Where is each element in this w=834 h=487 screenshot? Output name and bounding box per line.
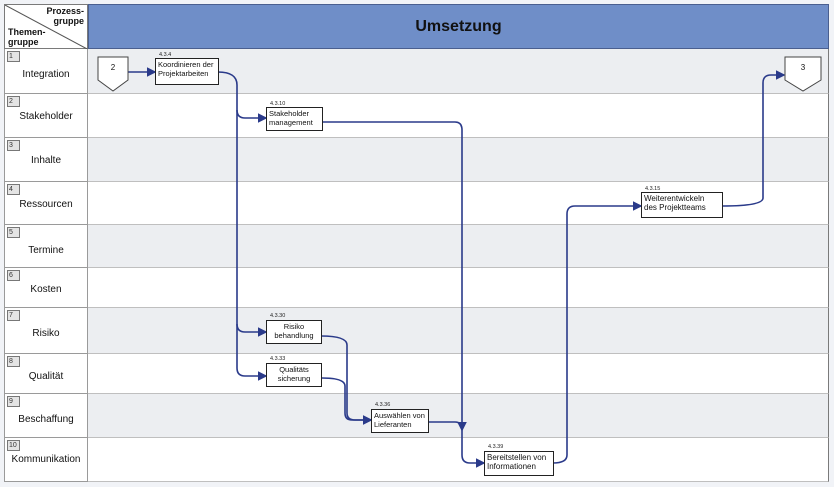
lane-number: 8 [7,356,20,367]
process-id: 4.3.15 [645,186,661,192]
arrow-auswaehlen-to-bereitstellen [428,421,467,432]
lane-name: Integration [22,69,70,80]
corner-process-group-label: Prozess- gruppe [46,6,84,26]
lane-label-stakeholder: 2 Stakeholder [4,94,88,138]
lane-number: 4 [7,184,20,195]
lane-body-inhalte [88,138,829,182]
lane-number: 10 [7,440,20,451]
process-koordinieren[interactable]: Koordinieren der Projektarbeiten [155,58,219,85]
process-line2: Lieferanten [374,420,412,429]
arrow-koordinieren-to-stakeholder [217,71,268,123]
process-line2: Informationen [487,462,536,471]
lane-number: 3 [7,140,20,151]
process-stakeholder-management[interactable]: Stakeholder management [266,107,323,131]
lane-label-termine: 5 Termine [4,225,88,268]
process-line2: sicherung [277,374,311,383]
process-qualitaetssicherung[interactable]: Qualitäts sicherung [266,363,322,387]
arrow-koordinieren-to-qualitaet [236,324,268,381]
lane-name: Stakeholder [19,111,73,122]
process-line2: Projektarbeiten [158,69,209,78]
corner-top-line1: Prozess- [46,6,84,16]
corner-bottom-line2: gruppe [8,37,39,47]
lane-body-termine [88,225,829,268]
lane-label-kosten: 6 Kosten [4,268,88,308]
process-id: 4.3.33 [270,356,286,362]
lane-label-inhalte: 3 Inhalte [4,138,88,182]
process-line1: Weiterentwickeln [644,194,705,203]
process-id: 4.3.30 [270,313,286,319]
phase-header: Umsetzung [88,4,829,49]
phase-title: Umsetzung [415,17,502,35]
process-line2: behandlung [274,331,314,340]
process-line1: Bereitstellen von [487,453,547,462]
process-risikobehandlung[interactable]: Risiko behandlung [266,320,322,344]
lane-name: Beschaffung [18,414,74,425]
lane-label-integration: 1 Integration [4,49,88,94]
process-line1: Risiko [283,322,305,331]
process-line1: Stakeholder [269,109,310,118]
lane-label-kommunikation: 10 Kommunikation [4,438,88,482]
arrow-stakeholder-to-bereitstellen [322,121,486,468]
corner-top-line2: gruppe [53,16,85,26]
lane-name: Kosten [30,284,62,295]
lane-name: Inhalte [30,155,62,166]
lane-body-kosten [88,268,829,308]
corner-cell: Prozess- gruppe Themen- gruppe [4,4,89,50]
process-line1: Auswählen von [374,411,425,420]
process-id: 4.3.39 [488,444,504,450]
lane-body-risiko [88,308,829,354]
lane-label-beschaffung: 9 Beschaffung [4,394,88,438]
lane-name: Qualität [28,371,64,382]
corner-diagonal [5,5,89,50]
connector-out-label: 3 [801,63,806,72]
corner-bottom-line1: Themen- [8,27,46,37]
lane-body-stakeholder [88,94,829,138]
lane-number: 5 [7,227,20,238]
arrow-qualitaet-to-auswaehlen [321,377,373,425]
process-line2: management [269,118,313,127]
connector-in-label: 2 [111,63,116,72]
lane-name: Termine [28,245,64,256]
process-bereitstellen-informationen[interactable]: Bereitstellen von Informationen [484,451,554,476]
lane-number: 7 [7,310,20,321]
process-weiterentwickeln[interactable]: Weiterentwickeln des Projektteams [641,192,723,218]
lane-number: 1 [7,51,20,62]
process-id: 4.3.4 [159,52,172,58]
lane-label-ressourcen: 4 Ressourcen [4,182,88,225]
lane-body-kommunikation [88,438,829,482]
lane-label-qualitaet: 8 Qualität [4,354,88,394]
lane-name: Risiko [32,328,60,339]
lane-name: Ressourcen [19,199,73,210]
lane-label-risiko: 7 Risiko [4,308,88,354]
arrow-bereitstellen-to-weiterentwickeln [552,201,643,464]
lane-body-qualitaet [88,354,829,394]
corner-topic-group-label: Themen- gruppe [8,27,46,47]
lane-name: Kommunikation [11,454,81,465]
process-line1: Koordinieren der [158,60,214,69]
process-line2: des Projektteams [644,203,706,212]
process-id: 4.3.10 [270,101,286,107]
process-id: 4.3.36 [375,402,391,408]
offpage-connector-in: 2 [97,56,129,92]
lane-number: 2 [7,96,20,107]
lane-number: 6 [7,270,20,281]
lane-number: 9 [7,396,20,407]
arrow-koordinieren-to-risiko [236,110,268,337]
arrow-weiterentwickeln-to-out [722,70,786,207]
process-line1: Qualitäts [279,365,309,374]
offpage-connector-out: 3 [784,56,822,92]
process-auswaehlen-lieferanten[interactable]: Auswählen von Lieferanten [371,409,429,433]
